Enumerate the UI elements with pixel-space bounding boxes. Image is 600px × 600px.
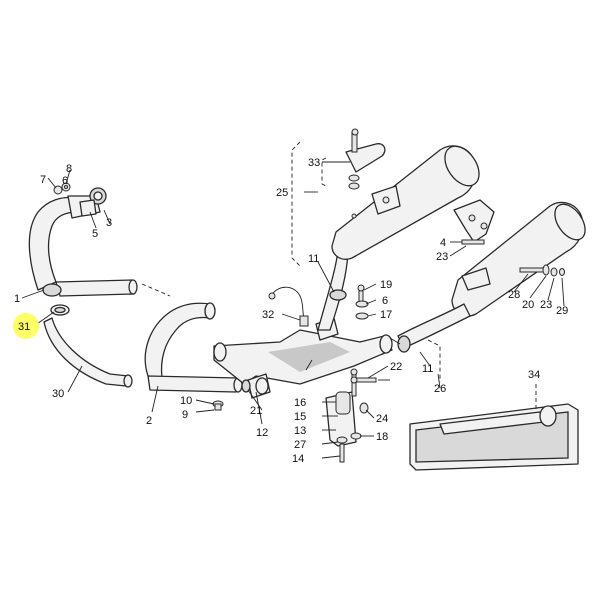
- callout-1: 1: [14, 293, 20, 305]
- callout-28: 28: [508, 289, 520, 301]
- collector-12: [213, 317, 393, 399]
- callout-30: 30: [52, 388, 64, 400]
- clamp-11-lower: [397, 335, 411, 353]
- callout-3: 3: [106, 217, 112, 229]
- callout-21: 21: [250, 405, 262, 417]
- callout-labels: 1 31 30 2 3 5 7 8 6 10 9 12 21 32 33 25 …: [14, 157, 568, 465]
- callout-7: 7: [40, 174, 46, 186]
- callout-16: 16: [294, 397, 306, 409]
- hardware-19-6-17: [355, 284, 369, 320]
- callout-13: 13: [294, 425, 306, 437]
- header-pipe-2: [144, 302, 243, 393]
- callout-22: 22: [390, 361, 402, 373]
- muffler-25: [331, 145, 480, 260]
- callout-25: 25: [276, 187, 288, 199]
- callout-26: 26: [434, 383, 446, 395]
- callout-33: 33: [308, 157, 320, 169]
- dashed-line-1: [141, 283, 171, 297]
- bolt-23-upper: [461, 239, 485, 245]
- clamp-21: [241, 379, 251, 393]
- clamp-5: [79, 199, 97, 217]
- gasket-31: [50, 304, 70, 316]
- callout-20: 20: [522, 299, 534, 311]
- callout-6-mid: 6: [382, 295, 388, 307]
- hardware-9-10: [212, 400, 224, 411]
- callout-9: 9: [182, 409, 188, 421]
- callout-11-lower: 11: [422, 363, 433, 375]
- bracket-33: [345, 128, 386, 190]
- highlight-marker: [13, 313, 39, 339]
- bracket-line-33: [321, 157, 327, 187]
- leader-lines: [21, 161, 565, 459]
- callout-27: 27: [294, 439, 306, 451]
- clamp-11-upper: [329, 289, 347, 301]
- dashed-line-26: [427, 339, 441, 382]
- callout-32: 32: [262, 309, 274, 321]
- callout-5: 5: [92, 228, 98, 240]
- lambda-sensor-32: [268, 286, 309, 327]
- callout-10: 10: [180, 395, 192, 407]
- callout-2: 2: [146, 415, 152, 427]
- callout-23-upper: 23: [436, 251, 448, 263]
- callout-14: 14: [292, 453, 304, 465]
- bracket-4: [453, 199, 495, 243]
- bolt-22-6: [350, 376, 377, 384]
- pipe-30: [43, 317, 133, 388]
- callout-4: 4: [440, 237, 446, 249]
- callout-8: 8: [66, 163, 72, 175]
- pipe-11-upper: [317, 247, 349, 331]
- callout-6: 6: [62, 175, 68, 187]
- kit-box-34: [409, 403, 579, 471]
- callout-15: 15: [294, 411, 306, 423]
- callout-19: 19: [380, 279, 392, 291]
- bracket-line-25: [291, 141, 301, 267]
- bracket-13: [325, 368, 369, 463]
- callout-34: 34: [528, 369, 540, 381]
- callout-23-lower: 23: [540, 299, 552, 311]
- callout-31: 31: [18, 321, 30, 333]
- callout-11-upper: 11: [308, 253, 319, 265]
- hardware-28-20-29: [519, 264, 565, 277]
- muffler-26: [397, 201, 586, 349]
- callout-12: 12: [256, 427, 268, 439]
- callout-24: 24: [376, 413, 388, 425]
- callout-18: 18: [376, 431, 388, 443]
- callout-17: 17: [380, 309, 392, 321]
- callout-29: 29: [556, 305, 568, 317]
